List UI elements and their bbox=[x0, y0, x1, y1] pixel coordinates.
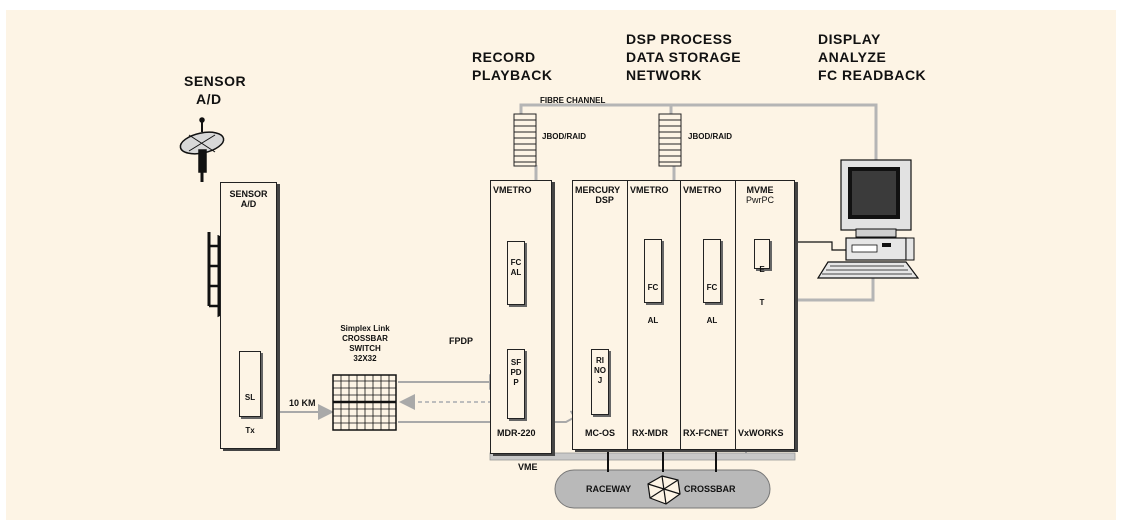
rxmdr-board-title: VMETRO bbox=[630, 185, 669, 195]
label-fpdp: FPDP bbox=[449, 336, 474, 346]
rxfcnet-board-bottom: RX-FCNET bbox=[683, 428, 729, 438]
switch-line: Simplex Link bbox=[340, 324, 390, 333]
sensor-board-title: SENSOR A/D bbox=[221, 189, 276, 209]
label-crossbar: CROSSBAR bbox=[684, 484, 736, 494]
board-title-line: PwrPC bbox=[746, 195, 775, 205]
title-display-analyze: DISPLAY ANALYZE FC READBACK bbox=[818, 30, 926, 84]
crossbar-switch-grid bbox=[332, 374, 397, 431]
crossbar-star-icon bbox=[647, 475, 681, 505]
label-vme: VME bbox=[518, 462, 538, 472]
title-sensor: SENSOR A/D bbox=[184, 72, 246, 108]
label-fibre-channel: FIBRE CHANNEL bbox=[540, 96, 606, 105]
mvme-board-bottom: VxWORKS bbox=[738, 428, 784, 438]
sl-tx-chip: SL Tx bbox=[239, 351, 261, 435]
diagram-graphics bbox=[179, 103, 920, 509]
title-line: NETWORK bbox=[626, 67, 702, 83]
mercury-dsp-board: MERCURY DSP RINOJ MC-OS bbox=[572, 180, 629, 450]
switch-line: SWITCH bbox=[349, 344, 381, 353]
mvme-board: MVME PwrPC E T VxWORKS bbox=[735, 180, 795, 450]
chip-label: FC AL bbox=[510, 258, 522, 277]
title-line: DATA STORAGE bbox=[626, 49, 742, 65]
title-line: SENSOR bbox=[184, 73, 247, 89]
title-line: RECORD bbox=[472, 49, 536, 65]
board-title-line: SENSOR bbox=[229, 189, 268, 199]
title-line: ANALYZE bbox=[818, 49, 887, 65]
title-line: FC READBACK bbox=[818, 67, 927, 83]
chip-line: Tx bbox=[245, 426, 255, 435]
chip-line: AL bbox=[647, 316, 659, 325]
chip-label: E T bbox=[755, 242, 769, 330]
rx-mdr-board: VMETRO FC AL RX-MDR bbox=[627, 180, 682, 450]
et-link bbox=[773, 241, 848, 251]
fc-al-chip: FC AL bbox=[507, 241, 525, 305]
title-line: DSP PROCESS bbox=[626, 31, 733, 47]
satellite-dish-icon bbox=[179, 117, 225, 182]
diagram-canvas: SENSOR A/D RECORD PLAYBACK DSP PROCESS D… bbox=[6, 10, 1116, 520]
mvme-board-title: MVME PwrPC bbox=[746, 185, 774, 205]
title-record-playback: RECORD PLAYBACK bbox=[472, 48, 553, 84]
chip-line: T bbox=[759, 298, 765, 307]
board-title-line: MVME bbox=[746, 185, 774, 195]
mercury-board-bottom: MC-OS bbox=[585, 428, 615, 438]
chip-label: SFPDP bbox=[510, 358, 522, 387]
title-line: A/D bbox=[196, 91, 222, 107]
label-crossbar-switch: Simplex Link CROSSBAR SWITCH 32X32 bbox=[328, 324, 402, 364]
chip-label: FC AL bbox=[645, 260, 661, 348]
disk-stack-icon bbox=[658, 113, 682, 167]
disk-stack-icon bbox=[513, 113, 537, 167]
rx-fcnet-board: VMETRO FC AL RX-FCNET bbox=[680, 180, 737, 450]
label-raceway: RACEWAY bbox=[586, 484, 632, 494]
chip-label: SL Tx bbox=[240, 370, 260, 458]
label-jbod-raid-1: JBOD/RAID bbox=[542, 132, 587, 141]
mdr220-board-bottom: MDR-220 bbox=[497, 428, 536, 438]
sfpdp-chip: SFPDP bbox=[507, 349, 525, 419]
label-10km: 10 KM bbox=[289, 398, 316, 408]
title-dsp-process: DSP PROCESS DATA STORAGE NETWORK bbox=[626, 30, 741, 84]
chip-label: RINOJ bbox=[594, 356, 606, 385]
fc-al-chip: FC AL bbox=[644, 239, 662, 325]
chip-line: FC bbox=[647, 283, 659, 292]
label-jbod-raid-2: JBOD/RAID bbox=[688, 132, 733, 141]
switch-line: CROSSBAR bbox=[342, 334, 388, 343]
mdr220-board-title: VMETRO bbox=[493, 185, 532, 195]
computer-workstation-icon bbox=[816, 159, 920, 279]
board-title-line: MERCURY bbox=[575, 185, 621, 195]
title-line: DISPLAY bbox=[818, 31, 881, 47]
chip-label: FC AL bbox=[704, 260, 720, 348]
switch-line: 32X32 bbox=[353, 354, 377, 363]
title-line: PLAYBACK bbox=[472, 67, 553, 83]
board-title-line: A/D bbox=[240, 199, 257, 209]
mdr220-board: VMETRO FC AL SFPDP MDR-220 bbox=[490, 180, 552, 454]
et-chip: E T bbox=[754, 239, 770, 307]
chip-line: E bbox=[759, 265, 765, 274]
rxfcnet-board-title: VMETRO bbox=[683, 185, 722, 195]
sensor-board: SENSOR A/D SL Tx bbox=[220, 182, 277, 449]
mercury-board-title: MERCURY DSP bbox=[575, 185, 620, 205]
rxmdr-board-bottom: RX-MDR bbox=[632, 428, 668, 438]
rinoj-chip: RINOJ bbox=[591, 349, 609, 415]
chip-line: FC bbox=[706, 283, 718, 292]
fc-al-chip: FC AL bbox=[703, 239, 721, 325]
board-title-line: DSP bbox=[595, 195, 614, 205]
chip-line: SL bbox=[244, 393, 256, 402]
chip-line: AL bbox=[706, 316, 718, 325]
